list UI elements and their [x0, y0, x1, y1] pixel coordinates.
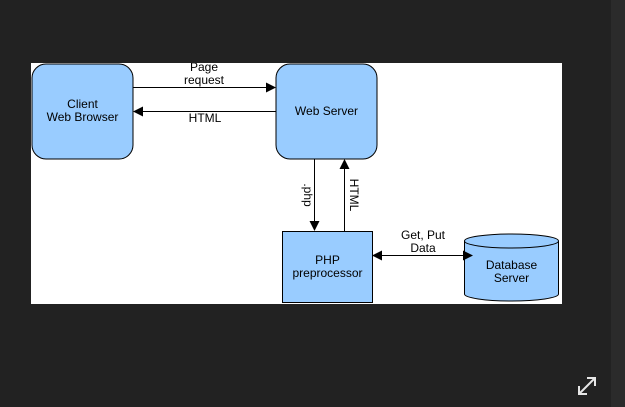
php-request-edge: .php: [301, 159, 320, 231]
page-request-edge: Page request: [133, 63, 276, 93]
html-response-edge: HTML: [133, 106, 276, 125]
php-node-label-line1: PHP: [315, 253, 340, 267]
expand-icon[interactable]: [575, 374, 599, 398]
html-up-label: HTML: [347, 179, 361, 212]
php-request-label: .php: [301, 183, 315, 207]
page-request-label-line1: Page: [190, 63, 218, 74]
get-put-label-line1: Get, Put: [401, 228, 446, 242]
database-server-node: Database Server: [464, 233, 559, 302]
web-server-node: Web Server: [275, 63, 378, 160]
viewer-edge-strip: [611, 0, 625, 407]
php-node-label-line2: preprocessor: [292, 266, 362, 280]
expand-diagonal-arrows-svg: [578, 377, 596, 395]
client-node-label-line1: Client: [67, 97, 98, 111]
page-request-label-line2: request: [184, 73, 225, 87]
get-put-data-edge: Get, Put Data: [372, 228, 473, 261]
database-node-label-line1: Database: [486, 258, 538, 272]
web-server-node-label: Web Server: [295, 104, 358, 118]
php-preprocessor-node: PHP preprocessor: [282, 231, 373, 303]
client-web-browser-node: Client Web Browser: [31, 63, 134, 160]
client-node-label-line2: Web Browser: [47, 110, 119, 124]
get-put-label-line2: Data: [410, 241, 436, 255]
diagram-svg: Client Web Browser Web Server PHP prepro…: [31, 63, 559, 303]
html-response-label: HTML: [189, 111, 222, 125]
html-up-edge: HTML: [339, 159, 361, 231]
database-node-label-line2: Server: [494, 271, 529, 285]
architecture-diagram: Client Web Browser Web Server PHP prepro…: [31, 63, 562, 304]
